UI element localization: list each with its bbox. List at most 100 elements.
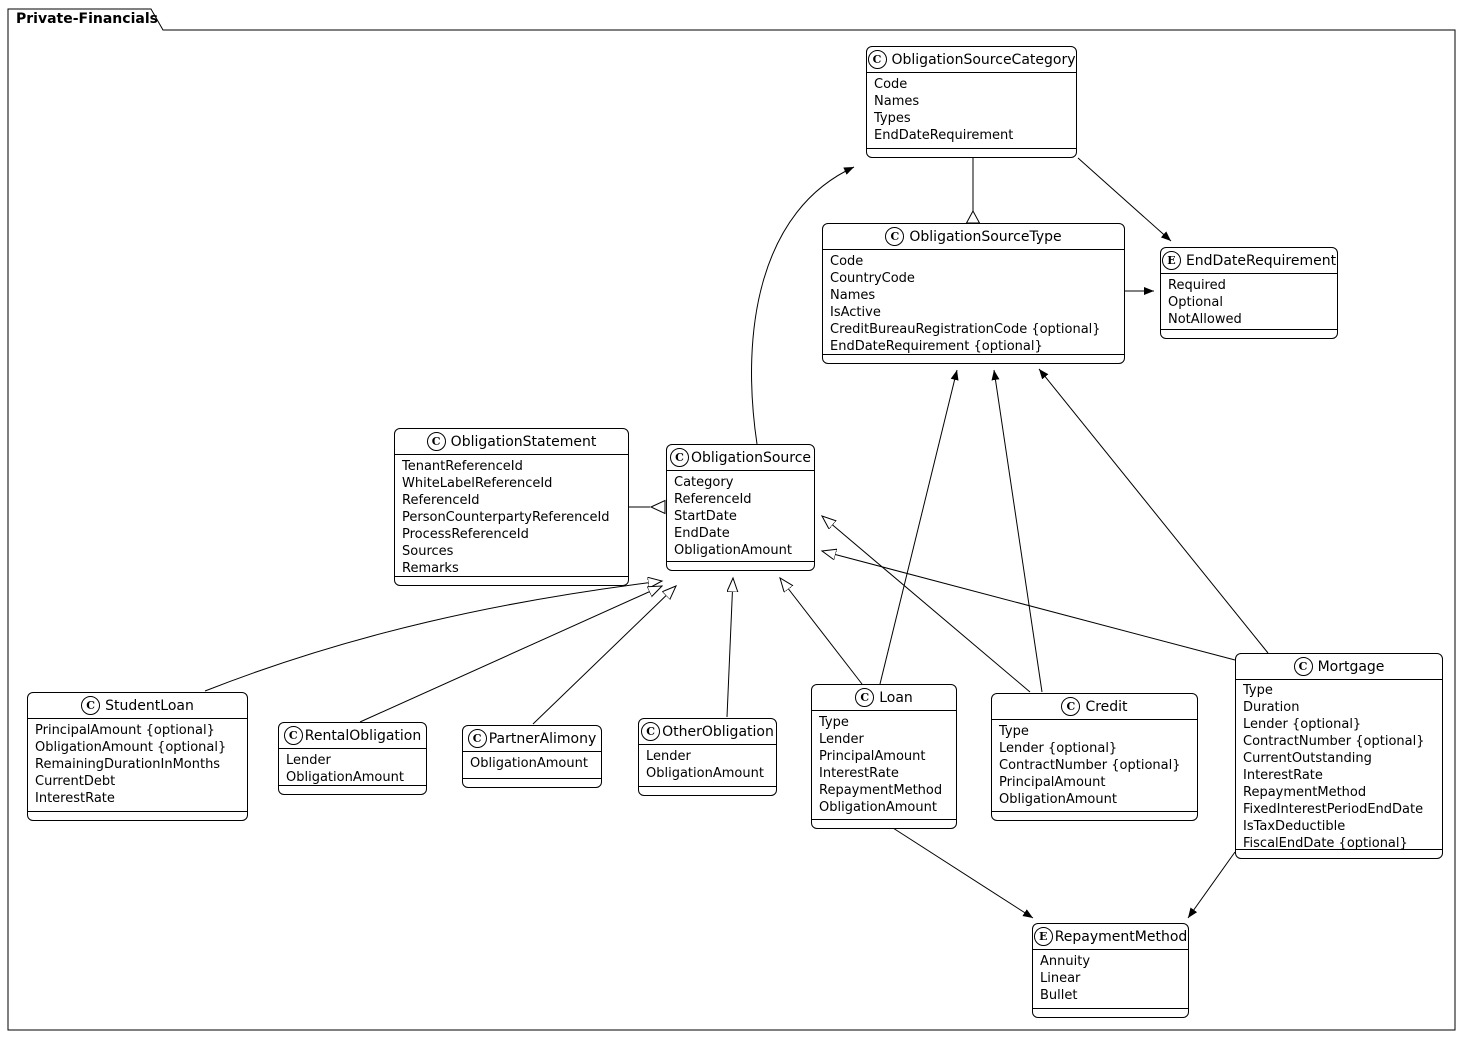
class-obligation-statement: C ObligationStatement TenantReferenceId … [394, 428, 629, 586]
attribute: PrincipalAmount [999, 775, 1106, 790]
enum-values: Required Optional NotAllowed [1161, 274, 1337, 329]
attributes: TenantReferenceId WhiteLabelReferenceId … [395, 455, 628, 576]
class-icon: C [855, 688, 875, 707]
attribute: EndDate [674, 526, 730, 541]
methods-compartment [395, 576, 628, 585]
class-header: C Mortgage [1236, 654, 1442, 680]
class-name: ObligationSourceType [909, 228, 1062, 245]
attributes: Code CountryCode Names IsActive CreditBu… [823, 250, 1124, 354]
attribute: ObligationAmount [470, 756, 588, 771]
attribute: EndDateRequirement {optional} [830, 339, 1043, 354]
attribute: ContractNumber {optional} [999, 758, 1181, 773]
class-name: Credit [1085, 698, 1128, 715]
attribute: Code [874, 77, 908, 92]
attribute: IsTaxDeductible [1243, 819, 1346, 834]
edge-loan-to-repaymentmethod [892, 827, 1034, 919]
edge-mortgage-extends-source [822, 551, 1236, 661]
attribute: Sources [402, 544, 454, 559]
attribute: RemainingDurationInMonths [35, 757, 221, 772]
attribute: PersonCounterpartyReferenceId [402, 510, 610, 525]
attribute: ObligationAmount {optional} [35, 740, 227, 755]
class-icon: C [867, 50, 887, 69]
class-icon: C [641, 722, 661, 741]
methods-compartment [463, 778, 601, 787]
class-icon: C [1293, 657, 1313, 676]
methods-compartment [279, 785, 426, 794]
class-icon: C [426, 432, 446, 451]
class-header: C ObligationSourceCategory [867, 47, 1076, 73]
attribute: ObligationAmount [819, 800, 937, 815]
edge-studentloan-extends-source [204, 581, 662, 692]
attribute: PrincipalAmount [819, 749, 926, 764]
enum-icon: E [1033, 927, 1053, 946]
enum-end-date-requirement: E EndDateRequirement Required Optional N… [1160, 247, 1338, 339]
methods-compartment [867, 148, 1076, 157]
class-name: StudentLoan [105, 697, 194, 714]
methods-compartment [28, 811, 247, 820]
attribute: Names [874, 94, 920, 109]
attribute: CreditBureauRegistrationCode {optional} [830, 322, 1101, 337]
class-icon: C [81, 696, 101, 715]
attribute: Duration [1243, 700, 1300, 715]
attribute: Names [830, 288, 876, 303]
edge-otherobligation-extends-source [726, 578, 733, 718]
enum-value: NotAllowed [1168, 312, 1242, 327]
class-credit: C Credit Type Lender {optional} Contract… [991, 693, 1198, 821]
class-name: ObligationSourceCategory [891, 51, 1076, 68]
class-icon: C [885, 227, 905, 246]
class-obligation-source-category: C ObligationSourceCategory Code Names Ty… [866, 46, 1077, 158]
attribute: ObligationAmount [646, 766, 764, 781]
edge-loan-extends-source [780, 578, 863, 685]
class-header: C RentalObligation [279, 723, 426, 749]
edge-mortgage-to-repaymentmethod [1187, 851, 1236, 919]
attribute: Lender {optional} [1243, 717, 1362, 732]
attribute: Category [674, 475, 734, 490]
attribute: IsActive [830, 305, 881, 320]
class-name: EndDateRequirement [1185, 252, 1337, 269]
attribute: Lender {optional} [999, 741, 1118, 756]
class-icon: C [283, 726, 303, 745]
attribute: Remarks [402, 561, 459, 576]
attributes: Type Duration Lender {optional} Contract… [1236, 680, 1442, 849]
attribute: CurrentOutstanding [1243, 751, 1372, 766]
attribute: RepaymentMethod [1243, 785, 1367, 800]
methods-compartment [812, 819, 956, 828]
class-obligation-source-type: C ObligationSourceType Code CountryCode … [822, 223, 1125, 364]
attribute: Type [1243, 683, 1273, 698]
enum-value: Optional [1168, 295, 1223, 310]
class-icon: C [1061, 697, 1081, 716]
methods-compartment [1033, 1008, 1188, 1017]
edge-mortgage-to-type [1038, 368, 1269, 654]
methods-compartment [639, 786, 776, 795]
attributes: Code Names Types EndDateRequirement [867, 73, 1076, 148]
attributes: ObligationAmount [463, 752, 601, 778]
attribute: ReferenceId [402, 493, 480, 508]
class-obligation-source: C ObligationSource Category ReferenceId … [666, 444, 815, 571]
edge-statement-source-triangle [649, 499, 666, 515]
class-header: C PartnerAlimony [463, 726, 601, 752]
class-partner-alimony: C PartnerAlimony ObligationAmount [462, 725, 602, 788]
attribute: EndDateRequirement [874, 128, 1014, 143]
edge-partneralimony-extends-source [532, 586, 676, 725]
enum-repayment-method: E RepaymentMethod Annuity Linear Bullet [1032, 923, 1189, 1018]
class-header: C StudentLoan [28, 693, 247, 719]
methods-compartment [1161, 329, 1337, 338]
class-header: C ObligationStatement [395, 429, 628, 455]
attribute: Types [874, 111, 911, 126]
attribute: InterestRate [35, 791, 115, 806]
class-name: ObligationSource [690, 449, 812, 466]
class-icon: C [467, 729, 487, 748]
attribute: RepaymentMethod [819, 783, 943, 798]
attribute: InterestRate [819, 766, 899, 781]
edge-credit-to-type [991, 369, 1043, 693]
enum-value: Bullet [1040, 988, 1078, 1003]
class-icon: C [669, 448, 689, 467]
attributes: PrincipalAmount {optional} ObligationAmo… [28, 719, 247, 811]
attribute: Type [819, 715, 849, 730]
class-header: C ObligationSource [667, 445, 814, 471]
attributes: Category ReferenceId StartDate EndDate O… [667, 471, 814, 561]
class-header: C OtherObligation [639, 719, 776, 745]
class-loan: C Loan Type Lender PrincipalAmount Inter… [811, 684, 957, 829]
class-header: C ObligationSourceType [823, 224, 1124, 250]
